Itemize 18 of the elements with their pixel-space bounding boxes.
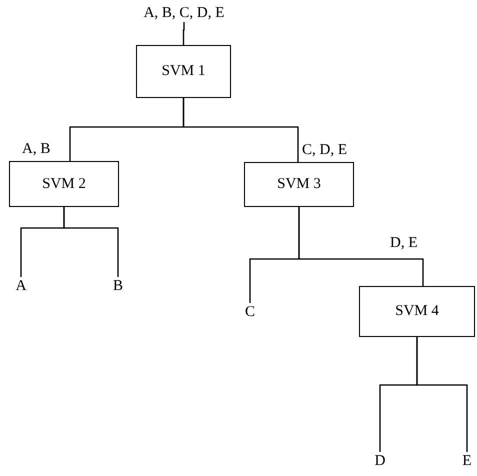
class-label: C xyxy=(240,303,260,321)
connector-line xyxy=(182,98,299,162)
class-label: E xyxy=(457,452,477,470)
classifier-box: SVM 2 xyxy=(9,161,119,207)
classifier-box: SVM 1 xyxy=(136,45,231,98)
class-label: D xyxy=(370,452,390,470)
connector-line xyxy=(63,207,119,277)
class-label: A xyxy=(11,277,31,295)
edge-label: A, B xyxy=(22,142,50,157)
class-label: B xyxy=(108,277,128,295)
classifier-box: SVM 4 xyxy=(359,286,475,337)
classifier-box: SVM 3 xyxy=(244,162,354,207)
connector-line xyxy=(182,22,185,45)
class-label: A, B, C, D, E xyxy=(119,4,249,22)
connector-line xyxy=(298,207,424,286)
edge-label: C, D, E xyxy=(302,143,347,158)
edge-label: D, E xyxy=(390,236,418,251)
connector-line xyxy=(416,337,468,452)
